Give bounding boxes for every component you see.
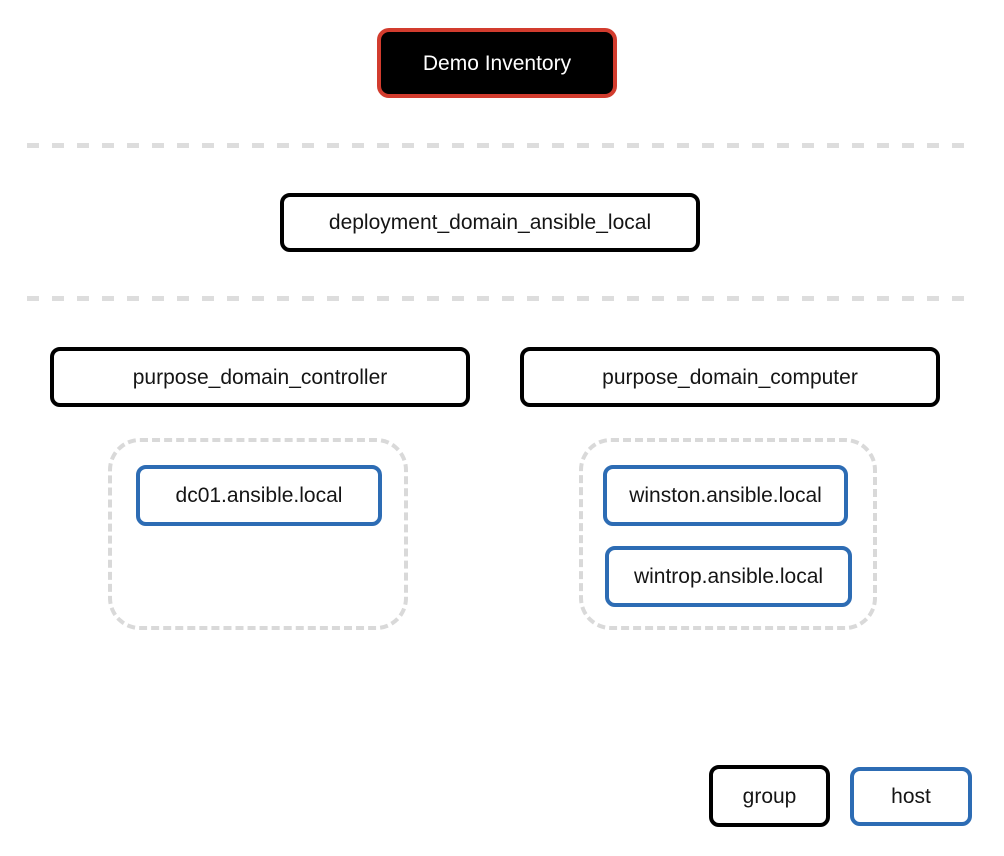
- tier-separator-bottom: [27, 296, 977, 301]
- computer-hosts-container: winston.ansible.local wintrop.ansible.lo…: [579, 438, 877, 630]
- node-purpose-domain-computer: purpose_domain_computer: [520, 347, 940, 407]
- legend: group host: [709, 765, 972, 827]
- node-deployment-domain-ansible-local: deployment_domain_ansible_local: [280, 193, 700, 252]
- node-purpose-domain-controller: purpose_domain_controller: [50, 347, 470, 407]
- node-host-wintrop: wintrop.ansible.local: [605, 546, 852, 607]
- node-host-dc01: dc01.ansible.local: [136, 465, 382, 526]
- node-host-winston: winston.ansible.local: [603, 465, 848, 526]
- tier-separator-top: [27, 143, 977, 148]
- node-demo-inventory: Demo Inventory: [377, 28, 617, 98]
- controller-hosts-container: dc01.ansible.local: [108, 438, 408, 630]
- legend-host-box: host: [850, 767, 972, 826]
- legend-group-box: group: [709, 765, 830, 827]
